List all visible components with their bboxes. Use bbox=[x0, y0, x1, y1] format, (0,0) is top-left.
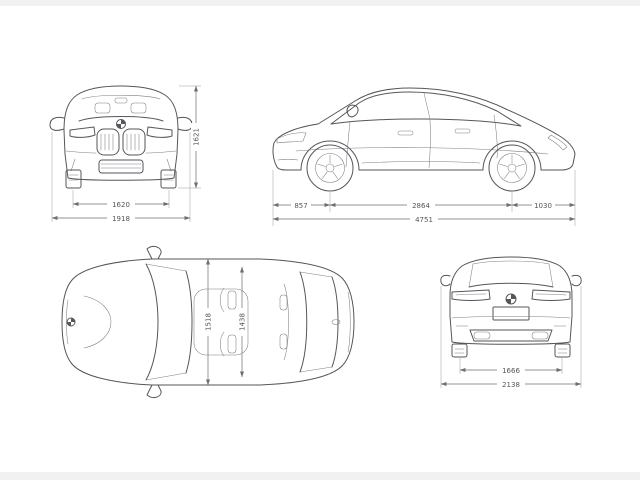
dim-top-width-a: 1518 bbox=[203, 258, 213, 386]
dim-side-front-overhang: 857 bbox=[272, 170, 331, 226]
wheelbase-label: 2864 bbox=[412, 202, 430, 210]
top-width-b-label: 1438 bbox=[239, 313, 247, 331]
dim-rear-overall-width: 2138 bbox=[440, 286, 582, 389]
exhaust-tip bbox=[473, 331, 491, 340]
rear-seat-headrest bbox=[279, 294, 288, 311]
rear-wheel bbox=[488, 144, 536, 192]
front-track-label: 1620 bbox=[112, 201, 130, 209]
dim-front-height: 1621 bbox=[178, 85, 201, 189]
top-width-a-label: 1518 bbox=[205, 313, 213, 331]
front-seat-headrest bbox=[227, 334, 237, 354]
side-view-drawing bbox=[272, 87, 576, 192]
antenna-fin bbox=[331, 319, 341, 325]
bmw-roundel-icon bbox=[66, 317, 76, 327]
front-height-label: 1621 bbox=[193, 128, 201, 146]
letterbox-bottom bbox=[0, 472, 640, 480]
bmw-roundel-icon bbox=[116, 119, 126, 129]
rear-left-tire bbox=[451, 343, 468, 358]
front-view-drawing bbox=[49, 85, 193, 189]
license-plate bbox=[492, 306, 530, 321]
left-taillight bbox=[451, 289, 491, 301]
dim-side-overall-length: 4751 bbox=[272, 214, 576, 224]
rear-right-tire bbox=[554, 343, 571, 358]
dim-front-track: 1620 bbox=[72, 190, 170, 209]
top-mirror-left bbox=[146, 245, 162, 260]
dim-rear-track: 1666 bbox=[459, 358, 563, 375]
letterbox-top bbox=[0, 0, 640, 6]
top-view-drawing bbox=[61, 245, 355, 399]
overall-length-label: 4751 bbox=[415, 216, 433, 224]
exhaust-tip bbox=[531, 331, 549, 340]
left-mirror bbox=[49, 116, 65, 131]
front-seat-headrest bbox=[227, 290, 237, 310]
dim-front-overall-width: 1918 bbox=[51, 132, 191, 223]
front-overhang-label: 857 bbox=[294, 202, 307, 210]
kidney-grille-right bbox=[122, 128, 146, 156]
bmw-roundel-icon bbox=[505, 293, 517, 305]
rear-view-drawing bbox=[440, 256, 582, 358]
right-taillight bbox=[531, 289, 571, 301]
dim-side-wheelbase: 2864 bbox=[329, 200, 513, 210]
dim-top-width-b: 1438 bbox=[237, 266, 247, 378]
rear-overhang-label: 1030 bbox=[534, 202, 552, 210]
kidney-grille-left bbox=[96, 128, 120, 156]
front-right-tire bbox=[160, 169, 177, 189]
rear-seat-headrest bbox=[279, 333, 288, 350]
top-mirror-right bbox=[146, 384, 162, 399]
rear-overall-width-label: 2138 bbox=[502, 381, 520, 389]
right-headlight bbox=[146, 126, 173, 138]
front-left-tire bbox=[65, 169, 82, 189]
dim-side-rear-overhang: 1030 bbox=[511, 170, 576, 226]
diffuser bbox=[469, 329, 553, 342]
rear-mirror-left bbox=[440, 274, 451, 287]
rear-track-label: 1666 bbox=[502, 367, 520, 375]
right-mirror bbox=[177, 116, 193, 131]
front-wheel bbox=[306, 144, 354, 192]
left-headlight bbox=[69, 126, 96, 138]
side-taillight bbox=[547, 134, 568, 151]
rear-mirror-right bbox=[571, 274, 582, 287]
side-mirror bbox=[346, 104, 359, 118]
sunroof bbox=[193, 288, 249, 356]
side-headlight bbox=[276, 132, 307, 144]
front-overall-width-label: 1918 bbox=[112, 215, 130, 223]
